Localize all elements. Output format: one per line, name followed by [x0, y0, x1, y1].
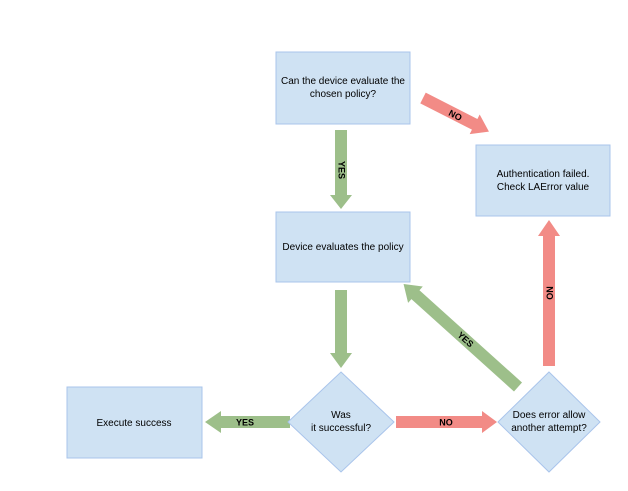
no-arrow [396, 411, 497, 433]
decision-diamond [497, 371, 601, 473]
node-label: another attempt? [511, 423, 587, 434]
node-label: Does error allow [513, 410, 587, 421]
flow-arrow [330, 290, 352, 368]
node-execute-success: Execute success [66, 386, 203, 459]
node-auth-failed: Authentication failed. Check LAError val… [475, 144, 611, 217]
node-label: it successful? [311, 423, 371, 434]
process-box [275, 51, 411, 125]
edge-label-yes: YES [236, 417, 254, 427]
node-can-evaluate: Can the device evaluate the chosen polic… [275, 51, 411, 125]
node-error-allow: Does error allow another attempt? [497, 371, 601, 473]
no-arrow [420, 92, 489, 135]
node-label: Can the device evaluate the [281, 76, 405, 87]
edge-was-successful-to-execute-success: YES [205, 411, 290, 433]
node-label: chosen policy? [310, 89, 377, 100]
yes-arrow [205, 411, 290, 433]
edge-label-no: NO [439, 417, 453, 427]
decision-diamond [287, 371, 395, 473]
edge-label-yes: YES [337, 161, 347, 179]
process-box [475, 144, 611, 217]
node-label: Execute success [96, 418, 171, 429]
node-evaluates-policy: Device evaluates the policy [275, 211, 411, 283]
node-was-successful: Was it successful? [287, 371, 395, 473]
node-label: Was [331, 410, 351, 421]
edge-error-allow-to-evaluates-policy: YES [403, 283, 523, 392]
node-label: Authentication failed. [497, 169, 590, 180]
yes-arrow [330, 130, 352, 209]
edge-was-successful-to-error-allow: NO [396, 411, 497, 433]
edge-error-allow-to-auth-failed: NO [538, 220, 560, 366]
node-label: Device evaluates the policy [282, 242, 403, 253]
edge-can-evaluate-to-auth-failed: NO [420, 92, 489, 135]
yes-arrow [403, 283, 523, 392]
no-arrow [538, 220, 560, 366]
process-box [66, 386, 203, 459]
node-label: Check LAError value [497, 182, 590, 193]
edge-label-no: NO [545, 286, 555, 300]
edge-can-evaluate-to-evaluates-policy: YES [330, 130, 352, 209]
process-box [275, 211, 411, 283]
edge-evaluates-policy-to-was-successful [330, 290, 352, 368]
